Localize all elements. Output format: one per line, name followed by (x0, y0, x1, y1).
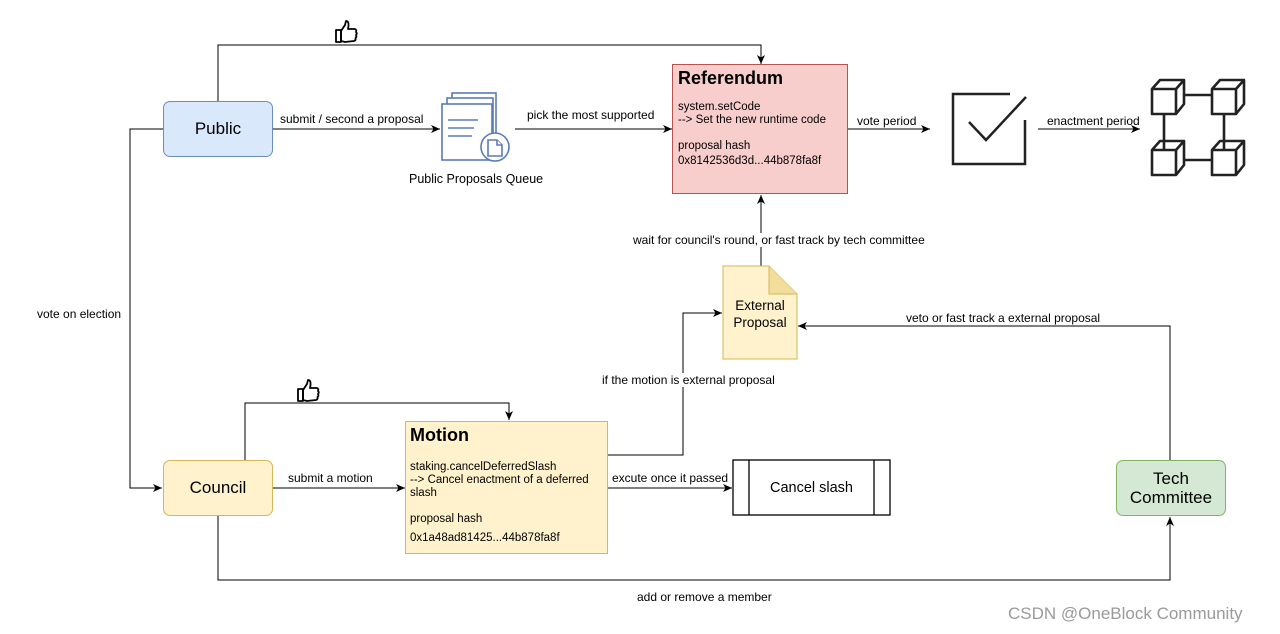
edge-label-execute-passed: excute once it passed (612, 471, 729, 485)
motion-hash-label: proposal hash (410, 513, 483, 525)
edge-label-enactment-period: enactment period (1047, 114, 1140, 128)
edge-label-vote-period: vote period (857, 114, 917, 128)
motion-call-desc: --> Cancel enactment of a deferred (410, 474, 589, 486)
motion-card[interactable]: Motion staking.cancelDeferredSlash --> C… (405, 421, 608, 554)
cancel-slash-node[interactable]: Cancel slash (749, 460, 874, 515)
edge-label-submit-second: submit / second a proposal (280, 112, 424, 126)
edge-council-to-tech (217, 516, 1174, 581)
cancel-slash-label: Cancel slash (769, 479, 853, 496)
council-node[interactable]: Council (163, 460, 273, 516)
referendum-title: Referendum (678, 68, 784, 88)
referendum-card[interactable]: Referendum system.setCode --> Set the ne… (672, 64, 848, 194)
edge-council-to-motion-top (244, 402, 513, 460)
external-proposal-node[interactable]: External Proposal (723, 288, 797, 340)
referendum-call-desc: --> Set the new runtime code (678, 114, 826, 126)
public-label: Public (194, 119, 242, 138)
edge-label-submit-motion: submit a motion (288, 471, 373, 485)
checkmark-icon (951, 92, 1027, 166)
motion-hash: 0x1a48ad81425...44b878fa8f (410, 532, 560, 544)
thumbs-up-icon (297, 379, 320, 402)
cancel-slash-shape (732, 459, 891, 516)
edge-public-to-referendum-top (217, 44, 765, 101)
thumbs-up-icon (335, 20, 358, 43)
tech-committee-node[interactable]: Tech Committee (1116, 460, 1226, 516)
queue-label: Public Proposals Queue (409, 172, 544, 186)
edge-tech-to-external (798, 322, 1171, 460)
edge-public-to-council (129, 128, 163, 492)
motion-call-desc-cont: slash (410, 487, 437, 499)
motion-title: Motion (410, 425, 469, 445)
external-proposal-label: External Proposal (733, 298, 787, 330)
referendum-hash-label: proposal hash (678, 140, 751, 152)
council-label: Council (189, 478, 247, 497)
edge-label-wait-council: wait for council's round, or fast track … (633, 233, 925, 247)
edge-label-if-external: if the motion is external proposal (602, 373, 775, 387)
motion-call: staking.cancelDeferredSlash (410, 461, 557, 473)
edge-label-add-remove: add or remove a member (637, 590, 772, 604)
referendum-hash: 0x8142536d3d...44b878fa8f (678, 155, 822, 167)
public-node[interactable]: Public (163, 101, 273, 157)
referendum-call: system.setCode (678, 101, 761, 113)
document-stack-icon (441, 92, 510, 162)
edge-label-veto-fast: veto or fast track a external proposal (906, 311, 1101, 325)
note-icon (722, 265, 798, 360)
edge-label-vote-election: vote on election (37, 307, 122, 321)
tech-committee-label: Tech Committee (1129, 469, 1213, 507)
watermark: CSDN @OneBlock Community (1008, 604, 1243, 623)
blockchain-icon (1150, 78, 1246, 177)
edge-label-pick-most: pick the most supported (527, 108, 655, 122)
